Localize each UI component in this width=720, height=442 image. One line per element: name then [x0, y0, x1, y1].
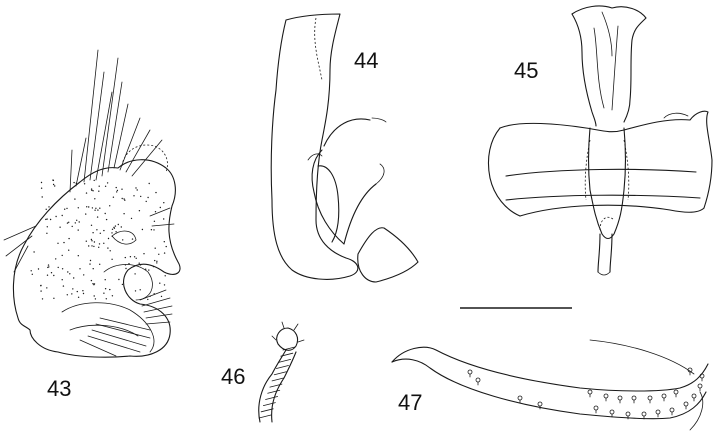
- figure-label-43: 43: [47, 376, 72, 401]
- figure-43-drawing: [3, 49, 181, 358]
- figure-46-drawing: [258, 321, 305, 423]
- figure-44-drawing: [270, 13, 419, 283]
- figure-47-drawing: [391, 339, 709, 431]
- figure-46-rings: [258, 346, 296, 419]
- figure-label-46: 46: [221, 364, 246, 389]
- figure-label-45: 45: [514, 58, 539, 83]
- figure-47-spines: [467, 367, 705, 420]
- figure-43-stipple: [30, 179, 167, 301]
- figure-label-44: 44: [354, 48, 379, 73]
- figure-label-47: 47: [398, 390, 423, 415]
- figure-45-drawing: [487, 5, 713, 276]
